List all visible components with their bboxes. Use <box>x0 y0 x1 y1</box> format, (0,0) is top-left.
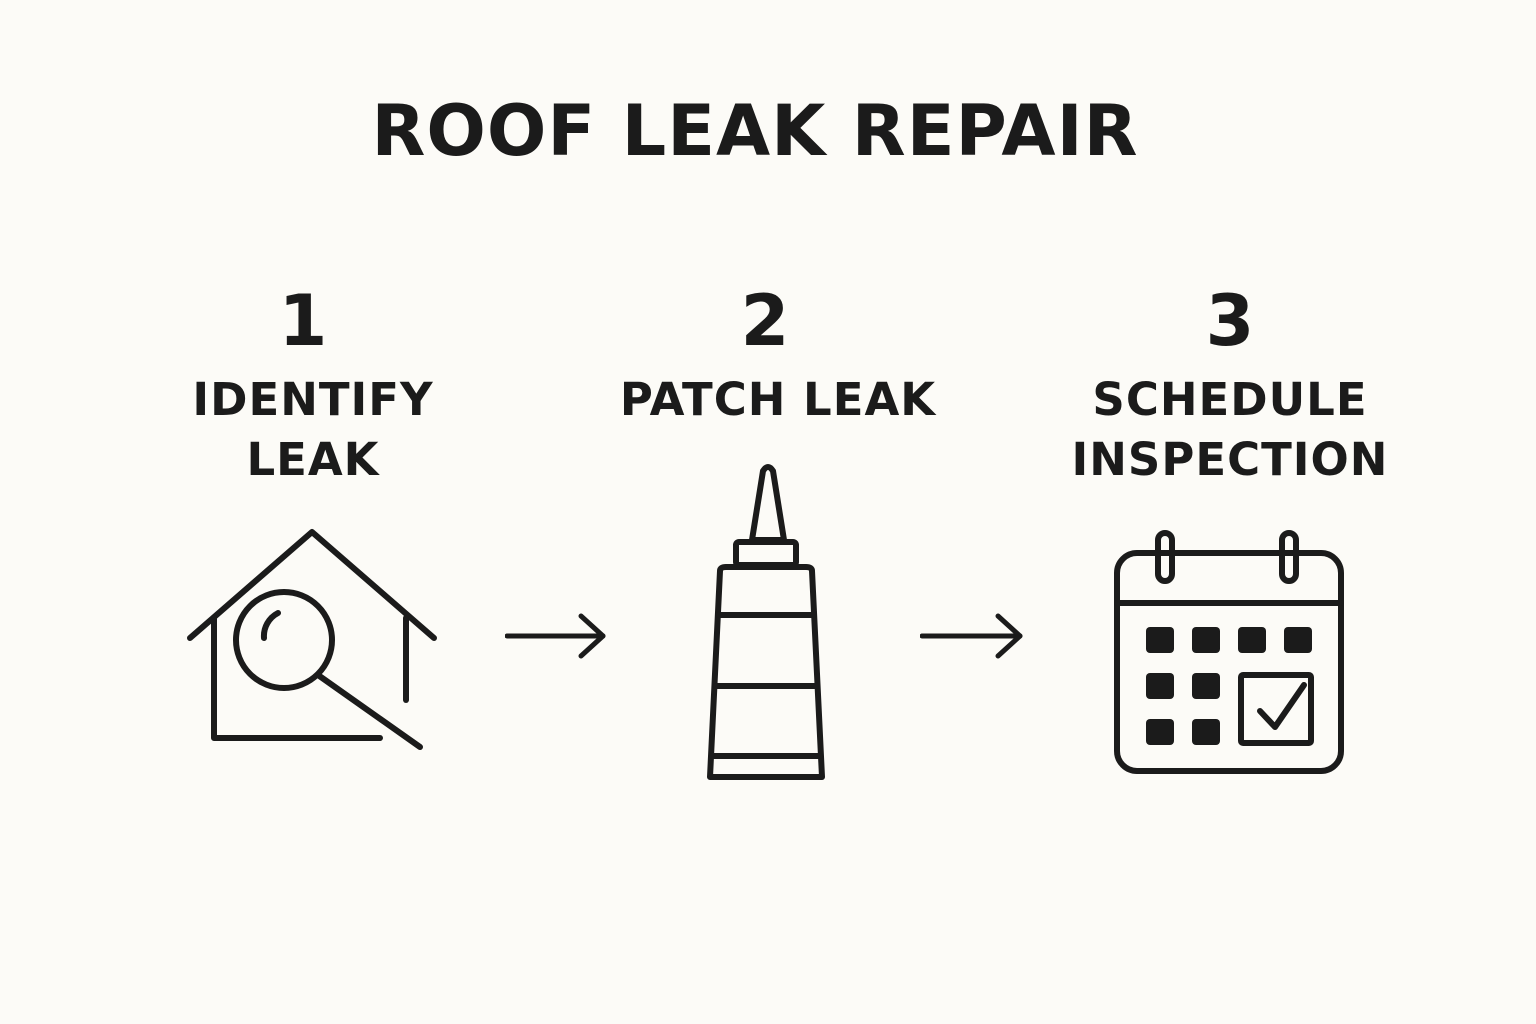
sealant-tube-icon <box>700 455 840 795</box>
arrow-right-icon <box>919 612 1030 666</box>
step-2-label: PATCH LEAK <box>619 373 937 426</box>
step-2-number: 2 <box>740 280 790 362</box>
step-3-number: 3 <box>1205 280 1255 362</box>
step-3-label: SCHEDULE INSPECTION <box>1071 373 1389 486</box>
arrow-right-icon <box>504 612 615 666</box>
step-1-label: IDENTIFY LEAK <box>192 373 434 486</box>
house-search-icon <box>180 520 450 760</box>
calendar-check-icon <box>1110 525 1350 785</box>
page-title: ROOF LEAK REPAIR <box>371 90 1139 172</box>
step-1-number: 1 <box>278 280 328 362</box>
